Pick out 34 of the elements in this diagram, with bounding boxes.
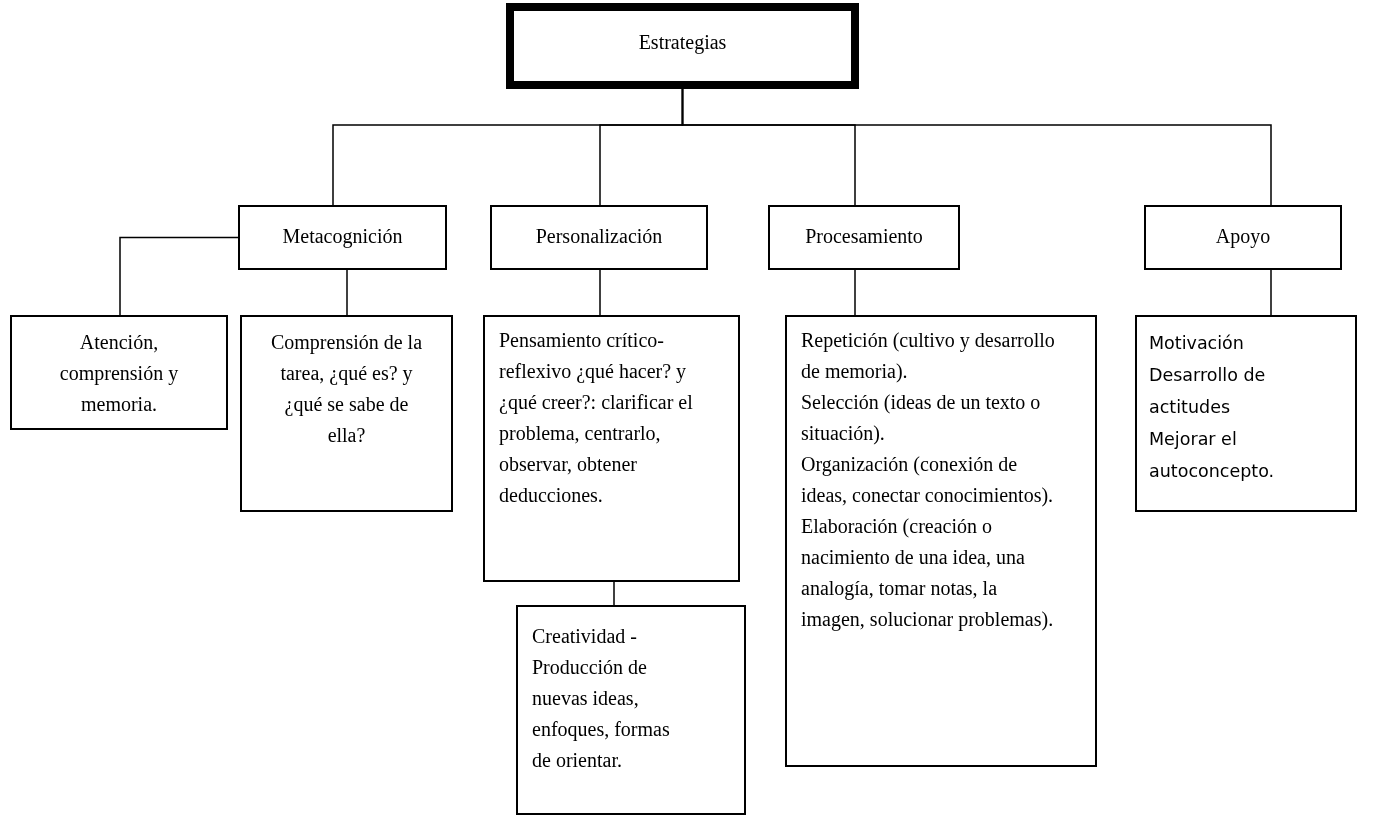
title-box: [506, 3, 859, 89]
connector-line: [119, 236, 239, 316]
node-text: Mejorar el autoconcepto.: [1149, 428, 1276, 483]
node-text: Comprensión de la tarea, ¿qué es? y ¿qué se sabe de ella?: [269, 330, 424, 448]
category-box: [768, 205, 960, 270]
connector-line: [599, 269, 601, 316]
connector-line: [681, 88, 1272, 206]
node-text: Apoyo: [1214, 224, 1272, 250]
node-text: Repetición (cultivo y desarrollo de memoria).: [801, 328, 1055, 384]
category-box: [1135, 315, 1357, 512]
connector-line: [613, 581, 615, 606]
node-text: Procesamiento: [804, 224, 924, 249]
node-text: Personalización: [534, 224, 664, 249]
node-text: Elaboración (creación o nacimiento de una idea, una analogía, tomar notas, la imagen, solucionar problemas).: [801, 514, 1055, 633]
node-text: Creatividad - Producción de nuevas ideas, enfoques, formas de orientar.: [532, 624, 671, 773]
category-box: [490, 205, 708, 270]
category-box: [785, 315, 1097, 767]
category-box: [240, 315, 453, 512]
node-text: Estrategias: [637, 30, 728, 56]
node-text: Desarrollo de actitudes: [1149, 364, 1267, 419]
node-text: Selección (ideas de un texto o situación).: [801, 390, 1042, 447]
node-text: Organización (conexión de ideas, conectar conocimientos).: [801, 452, 1055, 509]
node-text: Metacognición: [281, 224, 404, 250]
category-box: [516, 605, 746, 815]
category-box: [1144, 205, 1342, 270]
node-text: Motivación: [1149, 332, 1245, 355]
connector-line: [346, 269, 348, 316]
connector-line: [854, 269, 856, 316]
category-box: [10, 315, 228, 430]
node-text: Atención, comprensión y memoria.: [58, 330, 180, 417]
node-text: Pensamiento crítico-reflexivo ¿qué hacer? y ¿qué creer?: clarificar el problema, centrarlo, observar, obtener deducciones.: [499, 328, 694, 508]
connector-line: [1270, 269, 1272, 316]
category-box: [238, 205, 447, 270]
category-box: [483, 315, 740, 582]
